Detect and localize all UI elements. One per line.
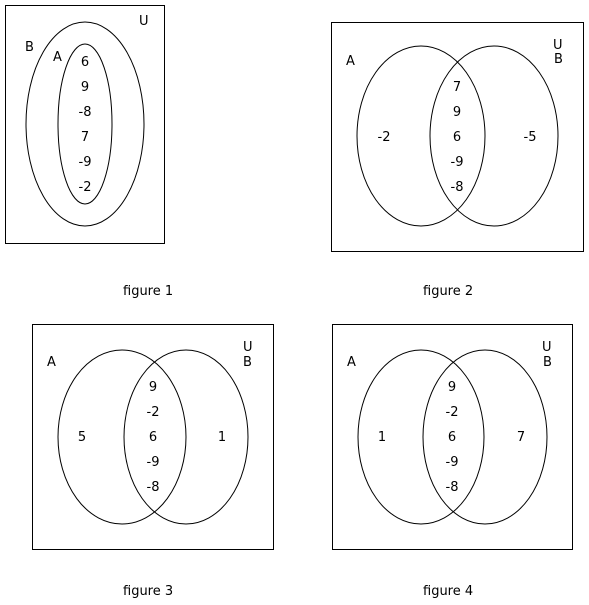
- figure-4-caption: figure 4: [423, 584, 474, 599]
- universe-box: [5, 5, 165, 244]
- intersection-element: 6: [149, 430, 157, 445]
- intersection-element: -9: [147, 455, 160, 470]
- set-element: 6: [81, 55, 89, 70]
- set-b-ellipse: [25, 21, 145, 227]
- intersection-element: 9: [149, 380, 157, 395]
- set-b-ellipse: [123, 349, 249, 525]
- figure-1: U B A 6 9 -8 7 -9 -2: [5, 5, 165, 244]
- universe-label: U: [542, 340, 552, 355]
- intersection-element: -9: [446, 455, 459, 470]
- set-a-ellipse: [57, 349, 187, 525]
- universe-label: U: [553, 38, 563, 53]
- intersection-element: 6: [448, 430, 456, 445]
- set-b-label: B: [25, 40, 34, 55]
- intersection-element: -8: [451, 180, 464, 195]
- set-b-ellipse: [422, 349, 548, 525]
- figure-4: U A B 1 9 -2 6 -9 -8 7: [332, 324, 573, 550]
- set-a-ellipse: [57, 43, 113, 205]
- figure-1-caption: figure 1: [123, 284, 174, 299]
- set-a-label: A: [346, 54, 355, 69]
- intersection-element: -2: [446, 405, 459, 420]
- set-b-label: B: [243, 355, 252, 370]
- universe-box: [331, 22, 584, 252]
- intersection-element: 9: [448, 380, 456, 395]
- intersection-element: 6: [453, 130, 461, 145]
- set-b-label: B: [543, 355, 552, 370]
- figure-2-caption: figure 2: [423, 284, 474, 299]
- set-a-label: A: [53, 50, 62, 65]
- figure-2: U A B -2 7 9 6 -9 -8 -5: [331, 22, 584, 252]
- intersection-element: 7: [453, 80, 461, 95]
- set-a-ellipse: [357, 349, 485, 525]
- intersection-element: -8: [147, 480, 160, 495]
- set-a-label: A: [347, 355, 356, 370]
- set-element: -8: [79, 105, 92, 120]
- right-only-element: 1: [218, 430, 226, 445]
- right-only-element: 7: [517, 430, 525, 445]
- set-b-label: B: [554, 52, 563, 67]
- set-element: -9: [79, 155, 92, 170]
- figure-3-caption: figure 3: [123, 584, 174, 599]
- universe-label: U: [243, 340, 253, 355]
- universe-box: [32, 324, 274, 550]
- set-a-label: A: [47, 355, 56, 370]
- right-only-element: -5: [524, 130, 537, 145]
- left-only-element: -2: [378, 130, 391, 145]
- intersection-element: -2: [147, 405, 160, 420]
- left-only-element: 5: [78, 430, 86, 445]
- left-only-element: 1: [378, 430, 386, 445]
- universe-box: [332, 324, 573, 550]
- set-element: 7: [81, 130, 89, 145]
- universe-label: U: [139, 14, 149, 29]
- set-b-ellipse: [429, 45, 559, 227]
- intersection-element: 9: [453, 105, 461, 120]
- set-element: -2: [79, 180, 92, 195]
- intersection-element: -8: [446, 480, 459, 495]
- set-a-ellipse: [356, 45, 486, 227]
- figure-3: U A B 5 9 -2 6 -9 -8 1: [32, 324, 274, 550]
- intersection-element: -9: [451, 155, 464, 170]
- set-element: 9: [81, 80, 89, 95]
